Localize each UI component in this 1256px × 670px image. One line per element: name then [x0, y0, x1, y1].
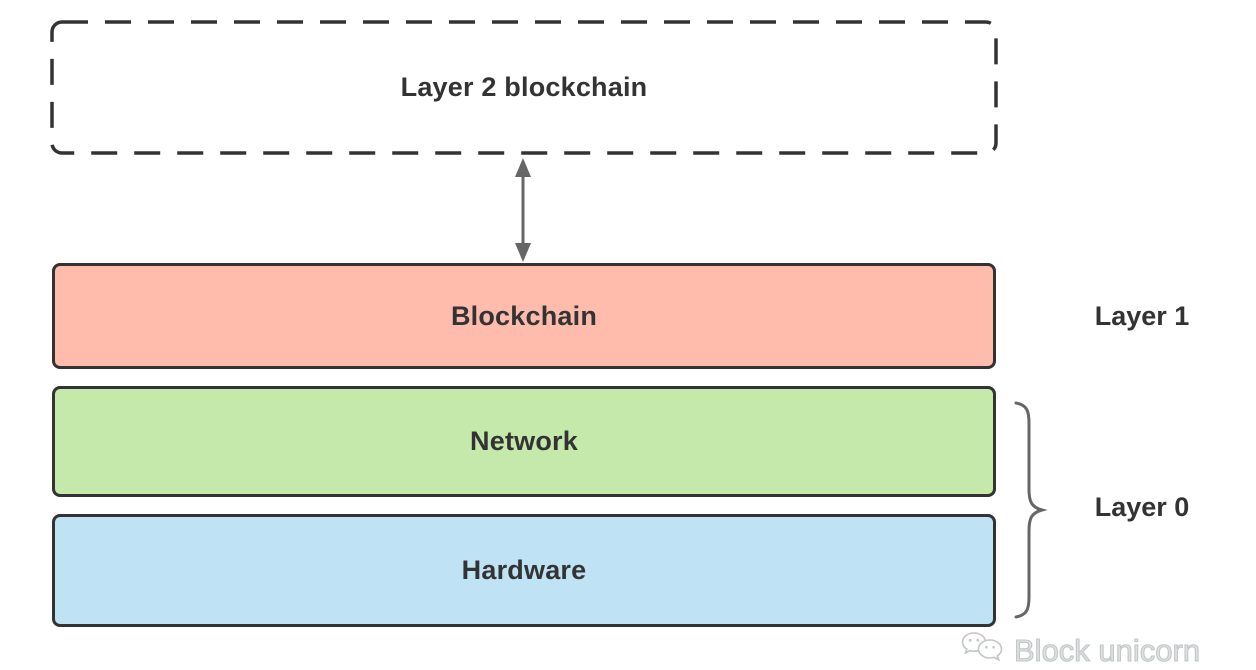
layer0-side-label: Layer 0	[1094, 491, 1190, 522]
layer2-dashed-box: Layer 2 blockchain	[50, 20, 998, 155]
layer2-box-label: Layer 2 blockchain	[400, 72, 648, 102]
watermark: Block unicorn	[960, 628, 1201, 670]
layer1-side-label: Layer 1	[1094, 300, 1190, 331]
network-box: Network	[52, 386, 996, 497]
hardware-box: Hardware	[52, 514, 996, 627]
wechat-bubbles-icon	[960, 628, 1006, 670]
blockchain-box-label: Blockchain	[450, 300, 598, 331]
network-box-label: Network	[470, 426, 578, 456]
watermark-text: Block unicorn	[1013, 632, 1201, 668]
double-arrow-icon	[508, 157, 538, 263]
blockchain-box: Blockchain	[52, 263, 996, 369]
dashed-border	[50, 20, 998, 155]
hardware-box-label: Hardware	[461, 555, 587, 585]
right-curly-brace-icon	[1012, 401, 1048, 619]
